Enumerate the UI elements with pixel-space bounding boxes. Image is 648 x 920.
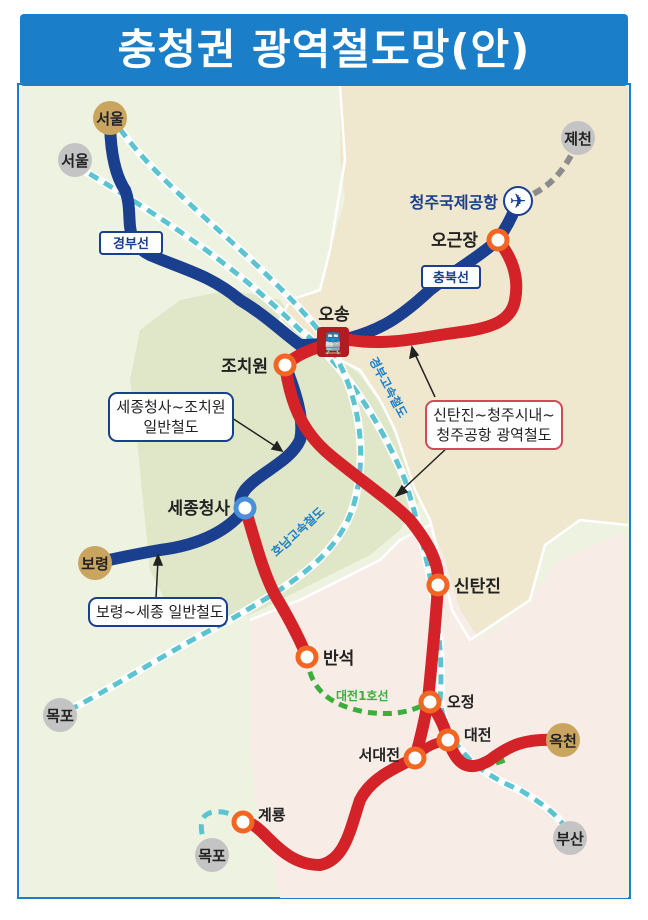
station-seoul-top-label: 서울	[96, 110, 124, 128]
station-ogeunjang[interactable]: 오근장	[431, 228, 510, 252]
line-label-chungbuk: 충북선	[421, 265, 481, 289]
title-banner: 충청권 광역철도망(안)	[20, 14, 628, 86]
station-boryeong-label: 보령	[81, 555, 109, 573]
station-sintanjin[interactable]: 신탄진	[426, 573, 501, 597]
station-jochiwon[interactable]: 조치원	[221, 353, 297, 377]
page-title: 충청권 광역철도망(안)	[117, 25, 531, 74]
airplane-icon: ✈	[510, 189, 527, 213]
station-mokpo-left[interactable]: 목포	[43, 698, 77, 732]
station-gyeryong[interactable]: 계룡	[231, 806, 286, 834]
red-line-sejong-banseok	[239, 502, 313, 663]
blue-line-boryeong	[89, 502, 251, 569]
station-gyeryong-label: 계룡	[258, 806, 286, 824]
callout-sintanjin-airport-line2: 청주공항 광역철도	[436, 426, 552, 444]
station-sintanjin-label: 신탄진	[454, 577, 501, 597]
callout-boryeong-sejong: 보령~세종 일반철도	[88, 597, 228, 627]
station-jochiwon-label: 조치원	[221, 357, 268, 377]
blue-line-gyeongbu	[104, 112, 356, 352]
station-banseok[interactable]: 반석	[295, 645, 354, 669]
station-okcheon-label: 옥천	[549, 732, 577, 750]
station-banseok-label: 반석	[323, 649, 354, 669]
station-airport[interactable]: ✈ 청주국제공항	[410, 186, 533, 216]
station-sejong-label: 세종청사	[167, 498, 230, 519]
station-okcheon[interactable]: 옥천	[546, 723, 580, 757]
station-daejeon[interactable]: 대전	[436, 726, 492, 752]
station-airport-label: 청주국제공항	[410, 193, 499, 212]
station-seodaejeon-label: 서대전	[359, 746, 400, 764]
station-mokpo-left-label: 목포	[46, 707, 74, 725]
station-mokpo-bottom-label: 목포	[198, 847, 226, 865]
callout-sintanjin-airport-line1: 신탄진~청주시내~	[433, 406, 555, 424]
station-osong-label: 오송	[318, 305, 350, 325]
station-jecheon[interactable]: 제천	[561, 121, 595, 155]
station-seoul-left-label: 서울	[61, 152, 89, 170]
region-chungbuk	[280, 86, 628, 640]
station-boryeong[interactable]: 보령	[78, 546, 112, 580]
callout-arrows	[152, 345, 449, 599]
station-ogeunjang-label: 오근장	[431, 231, 478, 251]
red-line-daejeon	[422, 694, 566, 772]
station-daejeon-label: 대전	[464, 726, 492, 744]
station-jecheon-label: 제천	[564, 130, 592, 148]
callout-sejong-jochiwon: 세종청사~조치원 일반철도	[108, 392, 234, 442]
station-ojeong-label: 오정	[447, 693, 475, 711]
station-ojeong[interactable]: 오정	[418, 690, 475, 714]
station-seoul-left[interactable]: 서울	[58, 143, 92, 177]
callout-sintanjin-airport: 신탄진~청주시내~ 청주공항 광역철도	[425, 400, 563, 450]
line-label-gyeongbu-text: 경부선	[113, 236, 149, 252]
station-mokpo-bottom[interactable]: 목포	[195, 838, 229, 872]
line-label-chungbuk-text: 충북선	[433, 270, 469, 286]
callout-sejong-jochiwon-line1: 세종청사~조치원	[116, 398, 226, 416]
station-seodaejeon[interactable]: 서대전	[359, 746, 427, 770]
station-busan-label: 부산	[556, 830, 584, 848]
callout-sejong-jochiwon-line2: 일반철도	[143, 418, 199, 436]
train-icon: 🚆	[321, 331, 346, 355]
callout-boryeong-sejong-line1: 보령~세종 일반철도	[96, 603, 224, 621]
line-label-gyeongbu: 경부선	[99, 231, 163, 255]
line-label-daejeon1: 대전1호선	[336, 688, 389, 703]
station-busan[interactable]: 부산	[553, 821, 587, 855]
station-sejong[interactable]: 세종청사	[167, 496, 257, 520]
station-osong[interactable]: 🚆 오송	[317, 305, 350, 357]
red-line-airport	[344, 234, 523, 349]
station-seoul-top[interactable]: 서울	[93, 101, 127, 135]
red-line-gyeryong	[237, 752, 421, 872]
